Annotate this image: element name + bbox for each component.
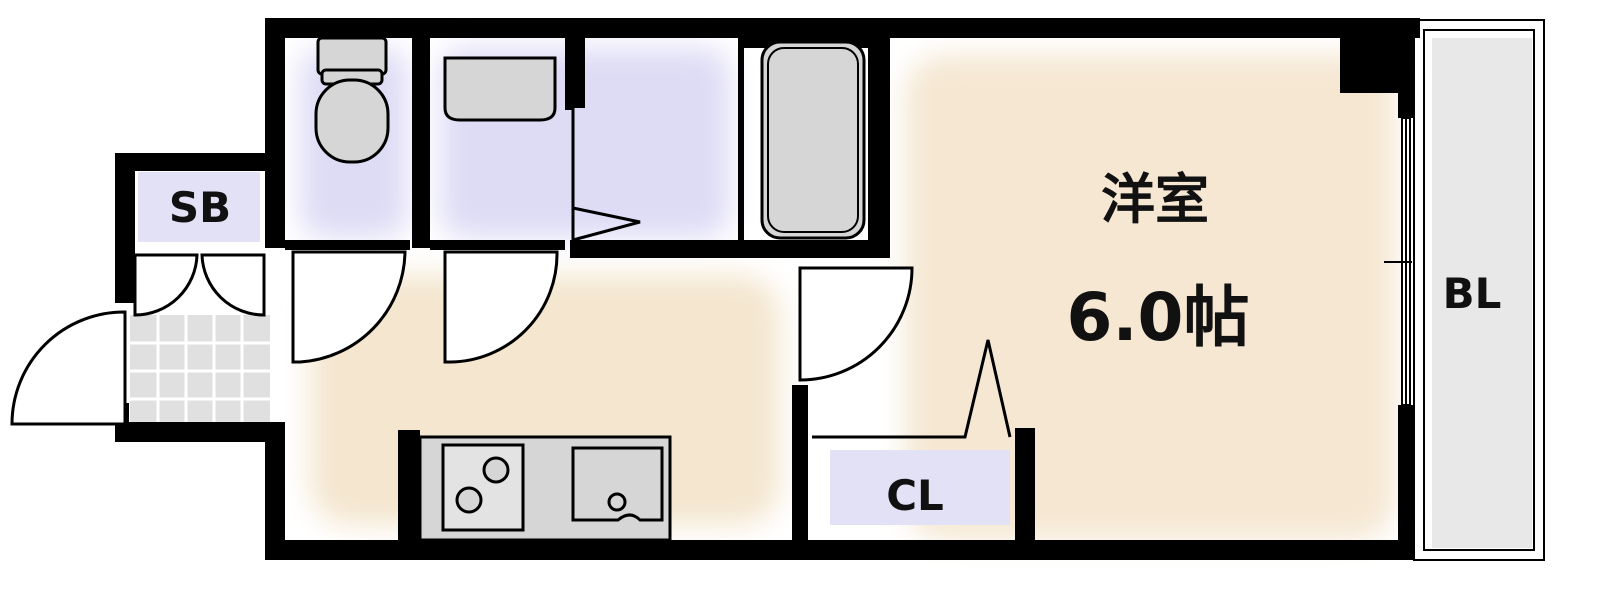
closet-label: CL xyxy=(886,471,944,520)
room-labels: 洋室 6.0帖 SB CL BL xyxy=(169,168,1502,520)
closet-area xyxy=(830,450,1010,525)
western-room-size: 6.0帖 xyxy=(1067,279,1250,356)
bathtub-fixture xyxy=(760,40,866,240)
bath-door xyxy=(571,108,641,242)
walls xyxy=(115,18,1420,560)
western-room-label: 洋室 xyxy=(1101,168,1209,231)
toilet-fixture xyxy=(314,36,390,164)
window xyxy=(1384,117,1412,406)
toilet-door xyxy=(291,250,407,364)
shoe-box-label: SB xyxy=(169,183,231,232)
western-room-floor xyxy=(905,55,1395,540)
stove-burner-icon xyxy=(455,486,483,514)
shoe-box-door-left xyxy=(133,253,199,317)
wash-basin-fixture xyxy=(443,56,557,122)
balcony-label: BL xyxy=(1443,269,1502,318)
closet-door xyxy=(812,339,1012,439)
shoe-box-door-right xyxy=(200,253,266,317)
sink-drain-icon xyxy=(607,492,627,512)
room-door xyxy=(798,266,914,382)
stove-burner-icon xyxy=(482,456,510,484)
kitchen-counter-fixture xyxy=(418,435,672,542)
balcony-outline xyxy=(1413,19,1545,561)
doors xyxy=(10,108,1012,439)
shoe-box-area xyxy=(138,172,260,242)
entrance-door xyxy=(10,310,127,426)
washroom-door xyxy=(443,250,559,364)
balcony-area xyxy=(1432,38,1532,548)
